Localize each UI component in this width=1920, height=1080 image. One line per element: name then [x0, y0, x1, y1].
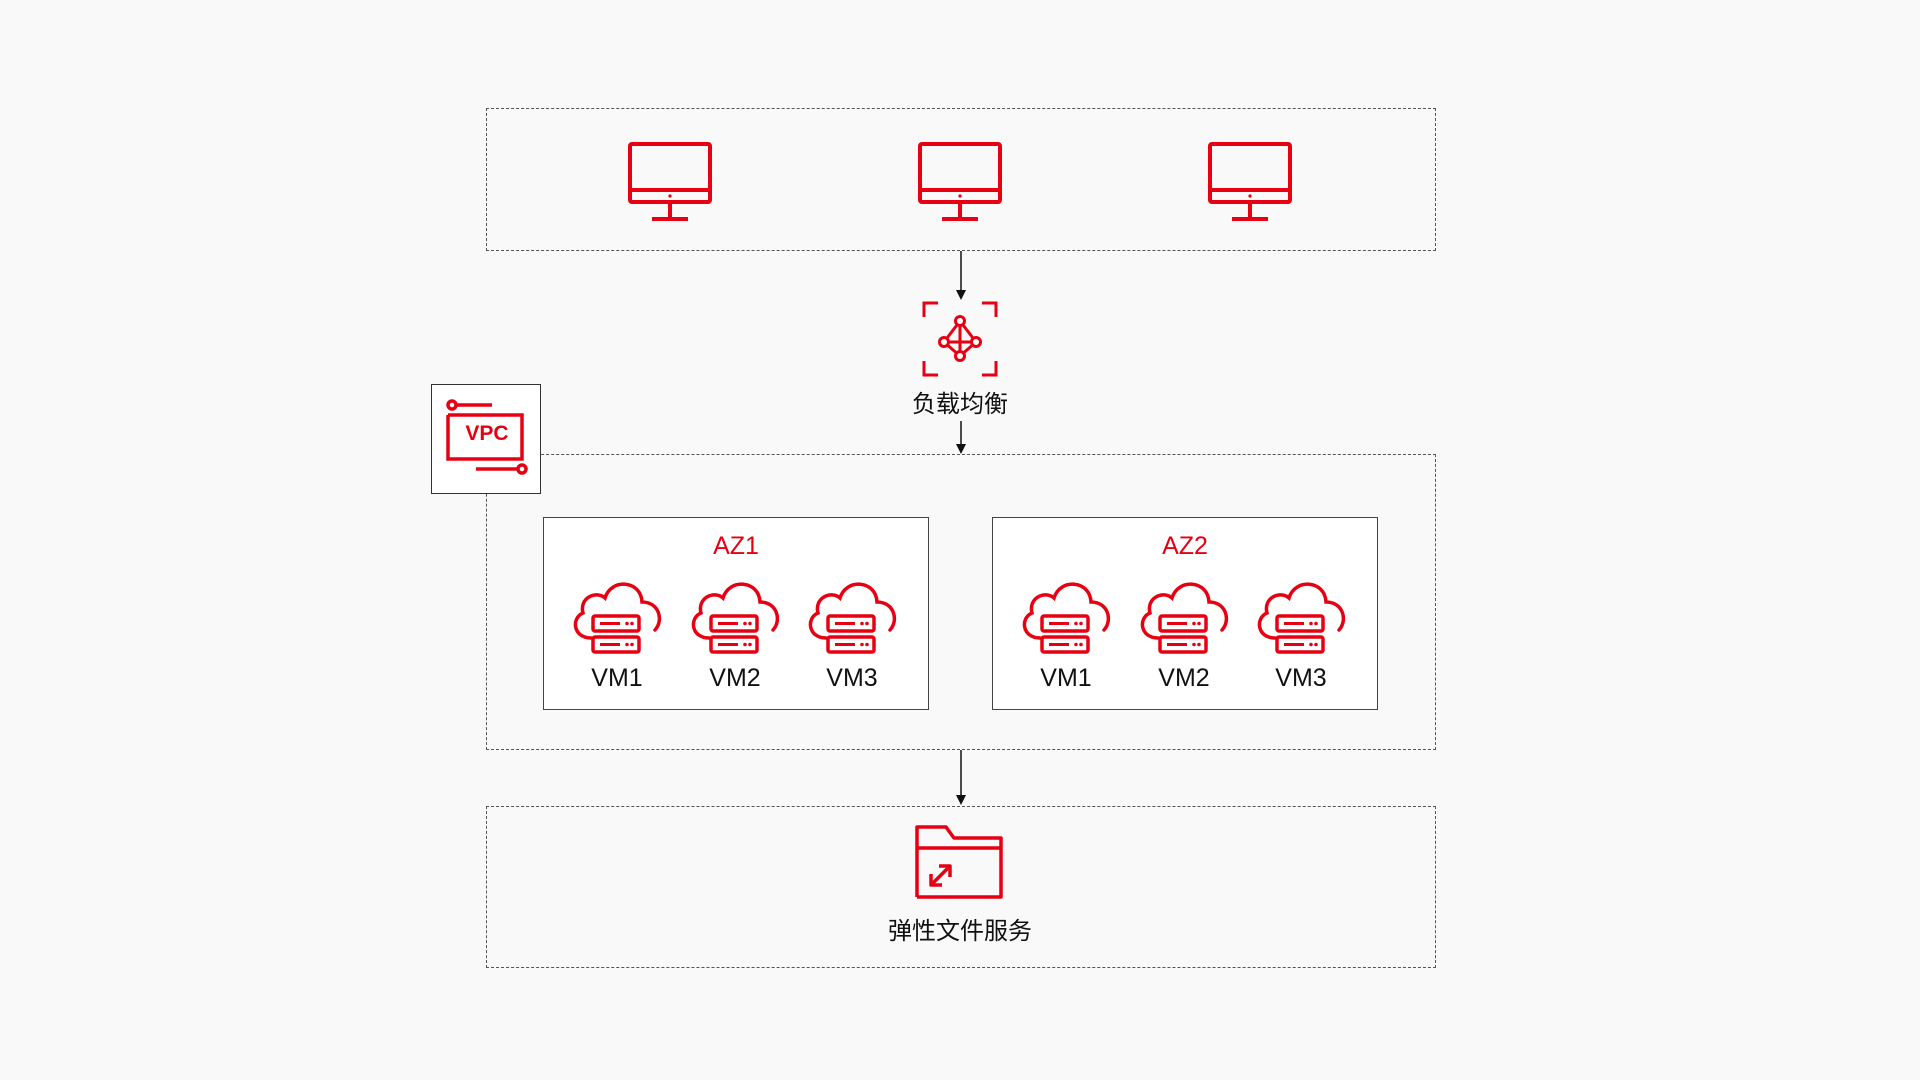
- clients-group: [486, 108, 1436, 251]
- vm-label: VM1: [591, 664, 643, 692]
- load-balancer-icon: [922, 301, 998, 377]
- vpc-badge: VPC: [431, 384, 541, 494]
- az-zone: AZ1 VM1 VM2: [543, 517, 929, 710]
- storage-group: [486, 806, 1436, 968]
- az-title: AZ1: [713, 532, 759, 560]
- vm-label: VM2: [709, 664, 761, 692]
- vm-label: VM2: [1158, 664, 1210, 692]
- az-zone: AZ2 VM1 VM2: [992, 517, 1378, 710]
- cloud-server-icon: [687, 574, 783, 658]
- cloud-server-icon: [1136, 574, 1232, 658]
- storage-label: 弹性文件服务: [888, 917, 1032, 945]
- arrow-clients-to-lb: [955, 251, 967, 301]
- vm-label: VM3: [1275, 664, 1327, 692]
- monitor-icon: [917, 141, 1003, 223]
- cloud-server-icon: [1253, 574, 1349, 658]
- vpc-label: VPC: [465, 422, 509, 445]
- vpc-icon: [446, 399, 528, 481]
- arrow-vpc-to-storage: [955, 750, 967, 806]
- arrow-lb-to-vpc: [955, 421, 967, 455]
- monitor-icon: [627, 141, 713, 223]
- cloud-server-icon: [1018, 574, 1114, 658]
- vpc-group: [486, 454, 1436, 750]
- folder-sync-icon: [914, 824, 1004, 900]
- cloud-server-icon: [569, 574, 665, 658]
- vm-label: VM3: [826, 664, 878, 692]
- load-balancer-label: 负载均衡: [912, 390, 1008, 418]
- cloud-server-icon: [804, 574, 900, 658]
- vm-label: VM1: [1040, 664, 1092, 692]
- az-title: AZ2: [1162, 532, 1208, 560]
- monitor-icon: [1207, 141, 1293, 223]
